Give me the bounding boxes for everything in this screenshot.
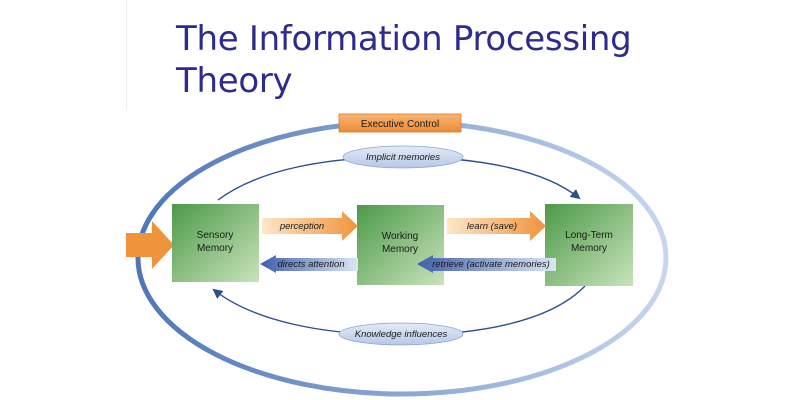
working-memory-label-2: Memory — [382, 244, 418, 255]
slide-title: The Information Processing Theory — [176, 18, 632, 102]
sensory-memory-label-1: Sensory — [197, 230, 234, 241]
learn-arrow — [447, 211, 546, 241]
implicit-memories-label: Implicit memories — [366, 152, 440, 163]
executive-control-box — [338, 113, 462, 133]
working-memory-label-1: Working — [382, 231, 419, 242]
slide-left-rule — [126, 0, 127, 110]
implicit-memories-oval — [342, 145, 464, 169]
knowledge-influences-oval — [338, 322, 464, 346]
perception-arrow — [262, 211, 358, 241]
long-term-memory-box — [545, 204, 633, 286]
knowledge-influences-label: Knowledge influences — [355, 329, 448, 340]
learn-label: learn (save) — [467, 221, 517, 232]
sensory-memory-box — [172, 204, 259, 282]
retrieve-arrow — [417, 255, 556, 273]
working-memory-box — [357, 205, 444, 285]
input-arrow — [126, 221, 174, 269]
perception-label: perception — [279, 221, 324, 232]
directs-attention-arrow — [260, 255, 358, 273]
long-term-memory-label-2: Memory — [571, 243, 607, 254]
executive-control-label: Executive Control — [361, 119, 439, 130]
title-line-1: The Information Processing — [176, 19, 632, 59]
title-line-2: Theory — [176, 61, 293, 101]
directs-attention-label: directs attention — [277, 259, 344, 270]
long-term-memory-label-1: Long-Term — [565, 230, 613, 241]
retrieve-label: retrieve (activate memories) — [432, 259, 550, 270]
sensory-memory-label-2: Memory — [197, 243, 233, 254]
